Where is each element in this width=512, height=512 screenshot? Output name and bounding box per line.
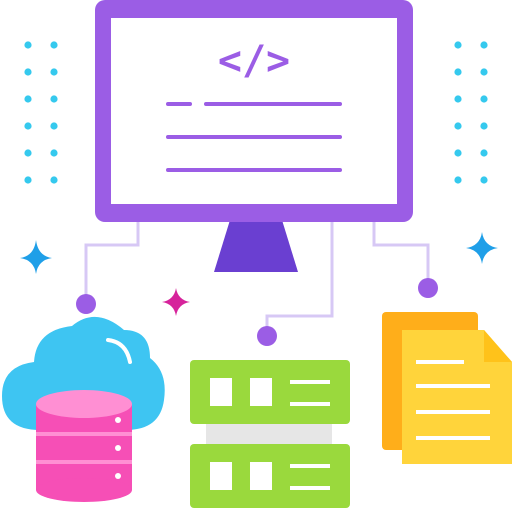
decor-dot [454, 122, 462, 130]
decor-dot [454, 41, 462, 49]
decor-dot [24, 68, 32, 76]
cloud-highlight [106, 338, 132, 364]
decor-dot [480, 95, 488, 103]
dot-grid-right [454, 41, 488, 184]
connector-node-left [76, 294, 96, 314]
sparkle-icon [162, 288, 190, 316]
decor-dot [50, 122, 58, 130]
decor-dot [454, 95, 462, 103]
sparkle-icon [20, 240, 52, 274]
decor-dot [480, 122, 488, 130]
database-icon [36, 390, 132, 502]
connector-left [84, 222, 140, 300]
decor-dot [480, 41, 488, 49]
decor-dot [24, 149, 32, 157]
decor-dot [24, 122, 32, 130]
decor-dot [50, 95, 58, 103]
server-connector [206, 422, 332, 448]
connector-right [372, 222, 430, 284]
decor-dot [24, 176, 32, 184]
code-icon: </> [218, 38, 290, 84]
decor-dot [24, 95, 32, 103]
dot-grid-left [24, 41, 58, 184]
connector-node-center [257, 326, 277, 346]
decor-dot [50, 149, 58, 157]
decor-dot [454, 68, 462, 76]
decor-dot [50, 68, 58, 76]
monitor-icon: </> [95, 0, 413, 272]
decor-dot [480, 149, 488, 157]
monitor-screen [111, 18, 397, 204]
decor-dot [50, 176, 58, 184]
decor-dot [50, 41, 58, 49]
monitor-stand [214, 220, 298, 272]
decor-dot [480, 176, 488, 184]
decor-dot [454, 176, 462, 184]
decor-dot [24, 41, 32, 49]
decor-dot [480, 68, 488, 76]
sparkle-icon [466, 232, 498, 264]
decor-dot [454, 149, 462, 157]
server-icon [190, 360, 350, 508]
document-icon [382, 312, 512, 464]
document-fold [484, 330, 512, 362]
connector-node-right [418, 278, 438, 298]
